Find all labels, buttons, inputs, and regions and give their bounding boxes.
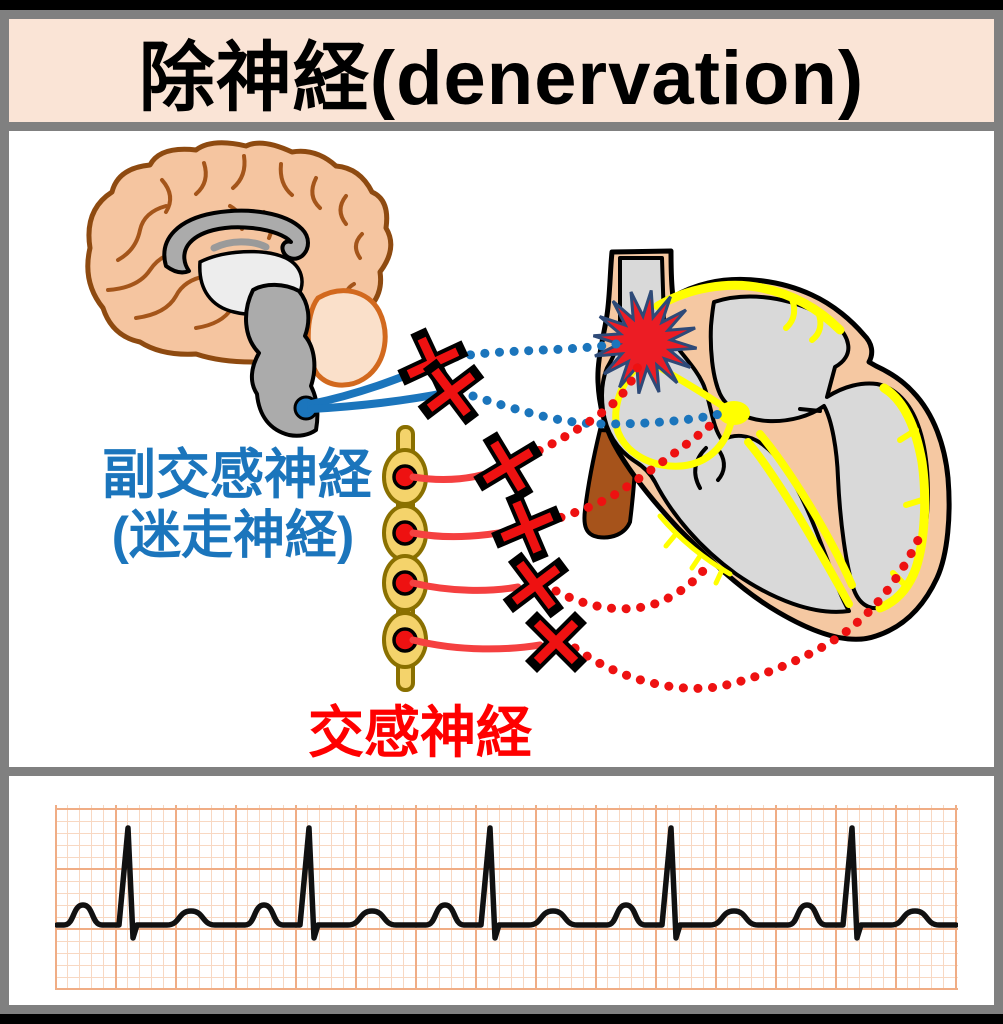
valve-leaflets [693, 407, 822, 490]
parasympathetic-label-line2: (迷走神経) [112, 507, 355, 565]
denervation-x-icon [537, 623, 575, 661]
ecg-trace [55, 825, 958, 941]
sympathetic-label: 交感神経 [308, 701, 533, 764]
sa-node-burst-icon [592, 289, 698, 395]
sympathetic-dotted-to-av-area [542, 419, 717, 527]
page-title: 除神経(denervation) [138, 35, 865, 121]
ecg-grid-paper [55, 805, 958, 990]
ganglion-dots [392, 464, 418, 653]
sympathetic-dotted-to-sa-node [521, 352, 646, 462]
sympathetic-dotted-to-rv-wall [551, 566, 708, 614]
denervation-x-icon [502, 502, 551, 551]
severed-nerve-dotted-paths [451, 339, 923, 693]
outer-frame: 除神経(denervation) [0, 10, 1003, 1014]
parasympathetic-label-line1: 副交感神経 [102, 445, 373, 505]
diagram-panel: 副交感神経 (迷走神経) 交感神経 [9, 131, 994, 767]
sympathetic-chain [382, 425, 428, 692]
ecg-panel [9, 776, 994, 1005]
fornix [210, 238, 270, 252]
denervation-diagram: 副交感神経 (迷走神経) 交感神経 [85, 140, 952, 764]
vagus-dotted-to-av-node [468, 391, 725, 429]
denervation-x-marks [409, 339, 575, 661]
sympathetic-dotted-to-lv-wall [570, 535, 923, 693]
conduction-system [612, 280, 930, 613]
brain-illustration [85, 140, 394, 438]
cerebellum [305, 288, 388, 388]
vagus-dotted-to-sa-node [451, 339, 621, 362]
av-node [718, 401, 750, 425]
corpus-callosum [162, 208, 310, 275]
ecg-trace-svg [55, 825, 958, 941]
title-panel: 除神経(denervation) [9, 19, 994, 122]
denervation-x-icon [485, 443, 531, 489]
denervation-x-icon [515, 564, 558, 607]
